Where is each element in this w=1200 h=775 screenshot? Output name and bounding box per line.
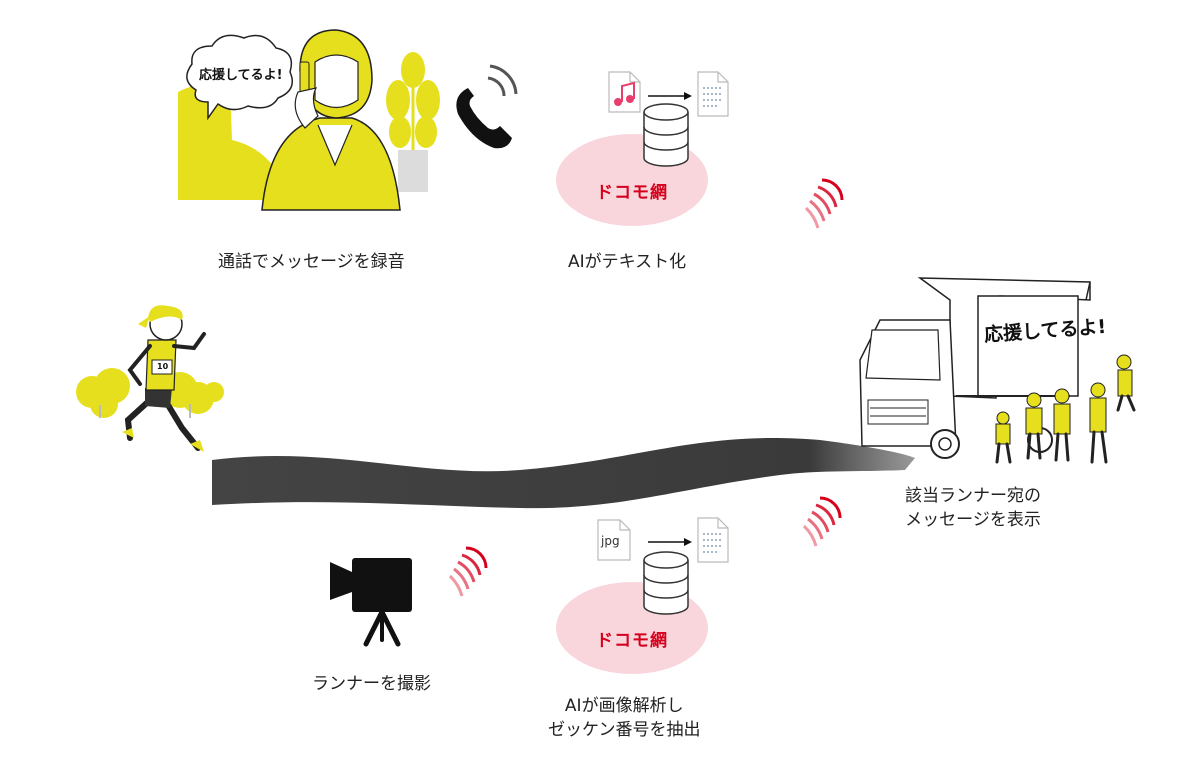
text-document-icon bbox=[697, 71, 729, 117]
runner-illustration bbox=[76, 305, 224, 452]
text-document-icon bbox=[697, 517, 729, 563]
network-label-bottom: ドコモ網 bbox=[596, 631, 668, 651]
caption-record: 通話でメッセージを録音 bbox=[218, 252, 405, 272]
caption-image-ai-line-2: ゼッケン番号を抽出 bbox=[548, 720, 701, 740]
music-file-icon bbox=[608, 71, 641, 113]
caption-capture: ランナーを撮影 bbox=[312, 674, 431, 694]
arrow-right-top bbox=[648, 92, 692, 100]
display-truck-illustration bbox=[859, 277, 1136, 464]
signal-wave-icon bbox=[448, 546, 488, 598]
network-label-top: ドコモ網 bbox=[596, 183, 668, 203]
arrow-right-bottom bbox=[648, 538, 692, 546]
database-icon bbox=[643, 103, 689, 167]
video-camera-icon bbox=[330, 558, 412, 647]
signal-wave-icon bbox=[804, 178, 844, 230]
woman-on-phone-illustration bbox=[178, 29, 440, 211]
caption-display-line-2: メッセージを表示 bbox=[905, 510, 1041, 530]
speech-cloud bbox=[186, 34, 293, 121]
caption-text-ai: AIがテキスト化 bbox=[568, 252, 687, 272]
phone-icon bbox=[456, 64, 518, 149]
speech-bubble-text: 応援してるよ! bbox=[199, 68, 283, 83]
database-icon bbox=[643, 551, 689, 615]
caption-image-ai-line-1: AIが画像解析し bbox=[564, 696, 684, 716]
caption-display-line-1: 該当ランナー宛の bbox=[905, 486, 1041, 506]
jpg-file-icon bbox=[597, 519, 631, 561]
signal-wave-icon bbox=[802, 496, 842, 548]
caption-display: 該当ランナー宛の メッセージを表示 bbox=[905, 484, 1041, 532]
caption-image-ai: AIが画像解析し ゼッケン番号を抽出 bbox=[548, 694, 701, 742]
runner-bib-number: 10 bbox=[157, 362, 169, 371]
jpg-file-label: jpg bbox=[601, 534, 620, 548]
road bbox=[212, 437, 915, 509]
